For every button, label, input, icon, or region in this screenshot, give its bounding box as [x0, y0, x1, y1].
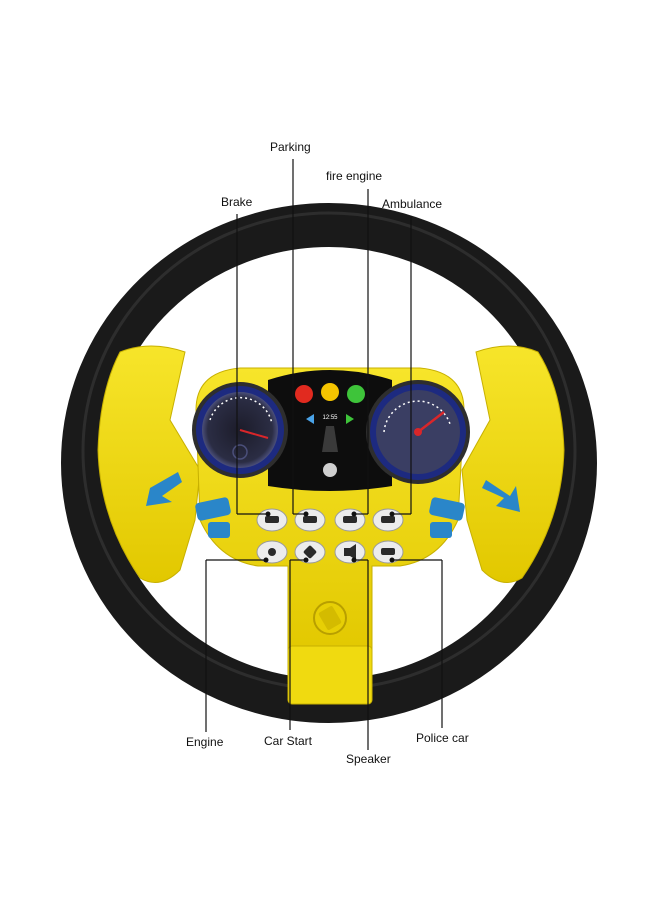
engine-glyph-icon	[268, 548, 276, 556]
fire-engine-glyph-icon	[343, 516, 357, 523]
right-turn-icon	[346, 414, 354, 424]
right-paddle-icon[interactable]	[429, 497, 466, 522]
callout-dots	[263, 511, 395, 563]
left-paddle-icon[interactable]	[195, 497, 232, 522]
callout-lines	[205, 159, 443, 750]
green-light-icon	[347, 385, 365, 403]
left-grip	[97, 345, 201, 583]
road-icon	[322, 426, 338, 452]
left-gauge	[192, 382, 288, 478]
label-parking: Parking	[270, 140, 311, 154]
label-ambulance: Ambulance	[382, 197, 443, 211]
right-grip	[461, 345, 565, 583]
label-engine: Engine	[186, 735, 224, 749]
brake-glyph-icon	[265, 516, 279, 523]
car-icon	[323, 463, 337, 477]
car-start-glyph-icon	[303, 545, 317, 559]
left-turn-icon	[306, 414, 314, 424]
label-car-start: Car Start	[264, 734, 313, 748]
yellow-light-icon	[321, 383, 339, 401]
ambulance-glyph-icon	[381, 516, 395, 523]
side-paddles	[195, 497, 466, 538]
police-car-glyph-icon	[381, 548, 395, 555]
speaker-glyph-icon	[344, 544, 356, 560]
right-gauge	[366, 380, 470, 484]
right-gauge-needle	[417, 411, 445, 433]
label-brake: Brake	[221, 195, 253, 209]
dashboard-clock: 12:55	[322, 415, 338, 421]
left-gauge-needle	[239, 429, 269, 439]
left-paddle-lower-icon[interactable]	[208, 522, 230, 538]
left-arrow-icon[interactable]	[146, 472, 182, 506]
right-paddle-lower-icon[interactable]	[430, 522, 452, 538]
label-police-car: Police car	[416, 731, 469, 745]
dashboard-display: 12:55	[268, 370, 392, 491]
label-speaker: Speaker	[346, 752, 391, 766]
right-arrow-icon[interactable]	[482, 480, 520, 512]
red-light-icon	[295, 385, 313, 403]
parking-glyph-icon	[303, 516, 317, 523]
button-glyphs	[265, 516, 395, 560]
label-fire-engine: fire engine	[326, 169, 383, 183]
